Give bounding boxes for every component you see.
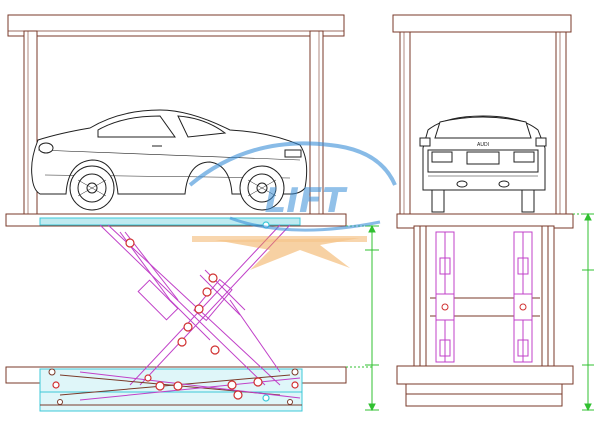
car-emblem-label: AUDI (477, 142, 489, 148)
car-rear-view-icon (419, 115, 547, 213)
dimension-ticks (368, 212, 592, 412)
front-lower-frame (413, 225, 555, 367)
side-lower-platform (39, 368, 303, 412)
lift-logo-watermark-icon (188, 141, 397, 270)
pivot-points (52, 221, 299, 402)
side-rollers (48, 368, 299, 405)
front-right-post (555, 31, 567, 223)
car-side-view-icon (31, 109, 308, 211)
front-pivots (441, 303, 527, 311)
watermark-text: LIFT (265, 181, 349, 221)
front-left-post (399, 31, 411, 223)
side-top-beam (7, 14, 345, 37)
front-base-beam (396, 365, 574, 385)
front-view (392, 14, 574, 407)
front-top-beam (392, 14, 572, 33)
